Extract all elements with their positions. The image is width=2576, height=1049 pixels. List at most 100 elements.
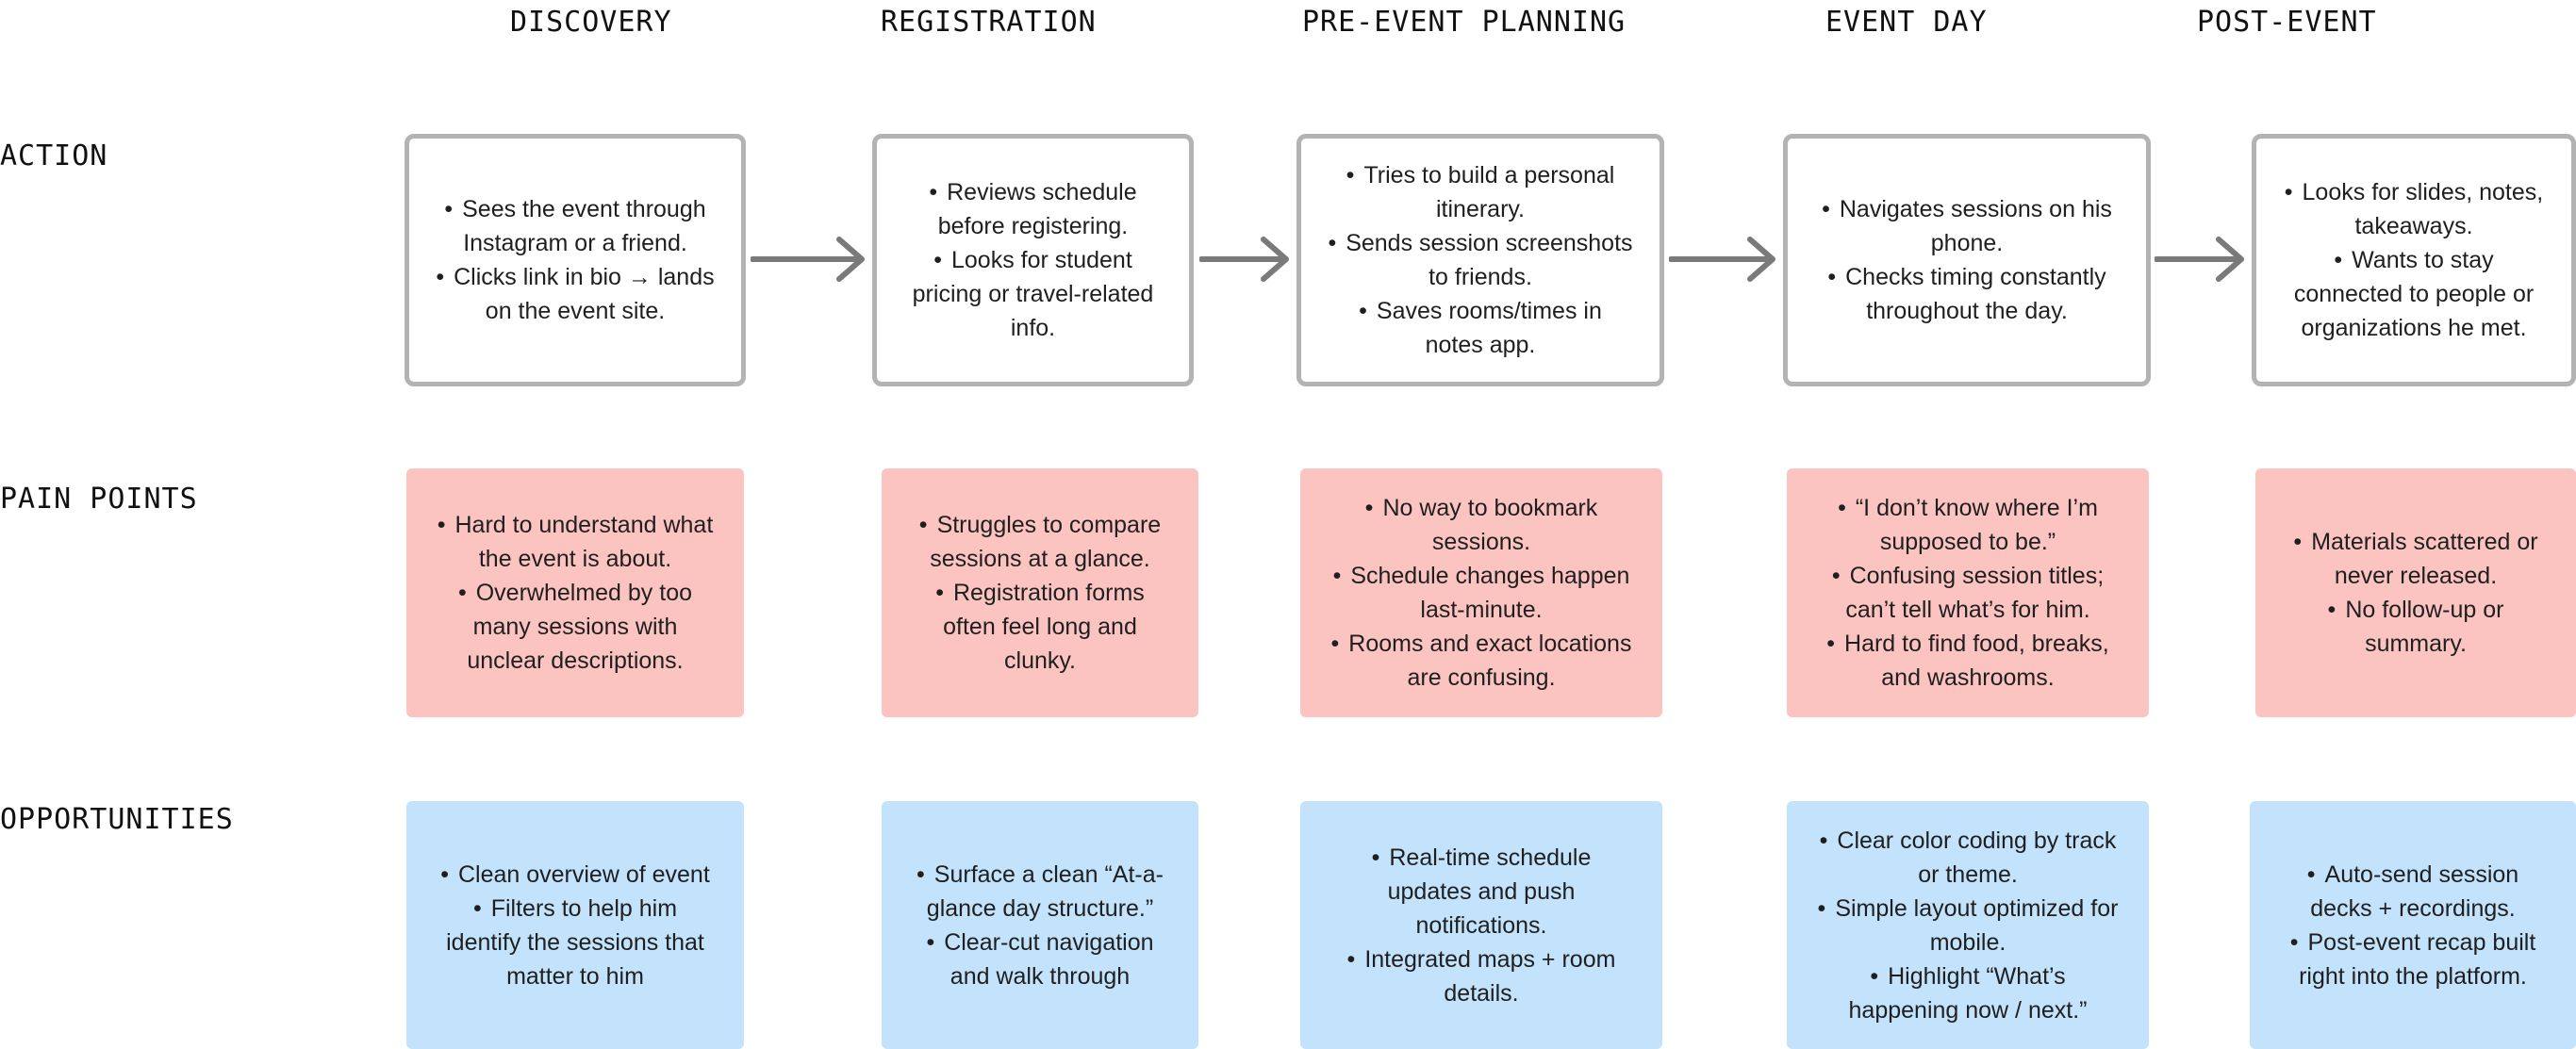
bullet-icon: •	[1838, 495, 1846, 521]
bullet-icon: •	[1359, 298, 1367, 324]
stage-header-event-day: EVENT DAY	[1825, 6, 1988, 39]
action-card-pre-event-planning: •Tries to build a personal itinerary. •S…	[1296, 134, 1664, 386]
bullet-icon: •	[2334, 247, 2343, 273]
list-item: •Simple layout optimized for mobile.	[1817, 894, 2119, 956]
bullet-icon: •	[1330, 631, 1340, 657]
bullet-list: •No way to bookmark sessions. •Schedule …	[1327, 491, 1636, 695]
list-item: •Materials scattered or never released.	[2293, 529, 2538, 589]
bullet-icon: •	[1346, 945, 1356, 973]
action-card-discovery: •Sees the event through Instagram or a f…	[405, 134, 746, 386]
list-item: •Looks for slides, notes, takeaways.	[2284, 179, 2544, 239]
bullet-icon: •	[440, 861, 449, 888]
list-item: •Surface a clean “At-a-glance day struct…	[916, 861, 1164, 922]
list-item: •Hard to understand what the event is ab…	[437, 512, 714, 572]
bullet-icon: •	[472, 894, 482, 922]
bullet-icon: •	[933, 247, 942, 273]
flow-arrow-icon	[2155, 237, 2244, 282]
bullet-list: •Real-time schedule updates and push not…	[1327, 841, 1636, 1010]
list-item: •Saves rooms/times in notes app.	[1359, 298, 1602, 358]
bullet-list: •Auto-send session decks + recordings. •…	[2276, 858, 2550, 993]
stage-header-registration: REGISTRATION	[881, 6, 1097, 39]
list-item: •No follow-up or summary.	[2327, 597, 2504, 657]
opportunity-card-pre-event-planning: •Real-time schedule updates and push not…	[1300, 801, 1662, 1049]
bullet-icon: •	[1819, 827, 1828, 854]
bullet-icon: •	[1364, 495, 1374, 521]
stage-header-discovery: DISCOVERY	[510, 6, 672, 39]
bullet-list: •Materials scattered or never released. …	[2282, 525, 2550, 661]
bullet-list: •Hard to understand what the event is ab…	[433, 508, 718, 678]
bullet-list: •Struggles to compare sessions at a glan…	[908, 508, 1172, 678]
action-card-registration: •Reviews schedule before registering. •L…	[872, 134, 1194, 386]
list-item: •Checks timing constantly throughout the…	[1827, 264, 2106, 324]
row-label-action: ACTION	[0, 139, 108, 172]
bullet-icon: •	[1870, 962, 1879, 990]
list-item: •Confusing session titles; can’t tell wh…	[1831, 563, 2105, 623]
bullet-list: •Tries to build a personal itinerary. •S…	[1328, 158, 1633, 362]
list-item: •Auto-send session decks + recordings.	[2306, 861, 2519, 922]
opportunity-card-registration: •Surface a clean “At-a-glance day struct…	[882, 801, 1198, 1049]
list-item: •Clear color coding by track or theme.	[1819, 827, 2117, 888]
list-item: •Struggles to compare sessions at a glan…	[918, 512, 1162, 572]
row-label-opportunities: OPPORTUNITIES	[0, 803, 234, 836]
opportunity-card-post-event: •Auto-send session decks + recordings. •…	[2250, 801, 2576, 1049]
list-item: •Wants to stay connected to people or or…	[2293, 247, 2535, 341]
list-item: •Looks for student pricing or travel-rel…	[912, 247, 1154, 341]
list-item: •Integrated maps + room details.	[1346, 945, 1616, 1007]
bullet-list: •“I don’t know where I’m supposed to be.…	[1813, 491, 2122, 695]
bullet-list: •Reviews schedule before registering. •L…	[903, 175, 1163, 345]
bullet-icon: •	[1827, 264, 1837, 290]
bullet-list: •Clean overview of event •Filters to hel…	[433, 858, 718, 993]
bullet-icon: •	[935, 580, 944, 606]
action-card-event-day: •Navigates sessions on his phone. •Check…	[1783, 134, 2151, 386]
bullet-icon: •	[1817, 894, 1826, 922]
bullet-icon: •	[1371, 844, 1380, 871]
flow-arrow-icon	[1199, 237, 1289, 282]
bullet-icon: •	[2289, 928, 2299, 956]
stage-header-post-event: POST-EVENT	[2197, 6, 2377, 39]
bullet-list: •Surface a clean “At-a-glance day struct…	[908, 858, 1172, 993]
list-item: •Clean overview of event	[440, 861, 710, 888]
action-card-post-event: •Looks for slides, notes, takeaways. •Wa…	[2252, 134, 2576, 386]
bullet-icon: •	[1822, 196, 1830, 222]
pain-card-event-day: •“I don’t know where I’m supposed to be.…	[1787, 468, 2149, 717]
bullet-icon: •	[444, 196, 454, 222]
list-item: •“I don’t know where I’m supposed to be.…	[1838, 495, 2098, 555]
bullet-icon: •	[2306, 861, 2316, 888]
bullet-icon: •	[1328, 230, 1337, 256]
pain-card-pre-event-planning: •No way to bookmark sessions. •Schedule …	[1300, 468, 1662, 717]
stage-header-pre-event-planning: PRE-EVENT PLANNING	[1302, 6, 1627, 39]
flow-arrow-icon	[1669, 237, 1775, 282]
bullet-icon: •	[436, 264, 445, 290]
bullet-icon: •	[2293, 529, 2303, 555]
bullet-icon: •	[916, 861, 925, 888]
list-item: •Overwhelmed by too many sessions with u…	[457, 580, 693, 674]
list-item: •Clear-cut navigation and walk through	[926, 928, 1154, 990]
flow-arrow-icon	[751, 237, 865, 282]
bullet-icon: •	[437, 512, 446, 538]
list-item: •Schedule changes happen last-minute.	[1332, 563, 1630, 623]
bullet-icon: •	[918, 512, 928, 538]
bullet-icon: •	[2284, 179, 2293, 205]
list-item: •Highlight “What’s happening now / next.…	[1848, 962, 2088, 1024]
pain-card-post-event: •Materials scattered or never released. …	[2255, 468, 2576, 717]
bullet-list: •Clear color coding by track or theme. •…	[1813, 824, 2122, 1027]
list-item: •Navigates sessions on his phone.	[1822, 196, 2112, 256]
list-item: •Filters to help him identify the sessio…	[446, 894, 704, 990]
opportunity-card-event-day: •Clear color coding by track or theme. •…	[1787, 801, 2149, 1049]
bullet-icon: •	[457, 580, 467, 606]
bullet-icon: •	[1346, 162, 1355, 188]
bullet-icon: •	[1826, 631, 1836, 657]
list-item: •Sees the event through Instagram or a f…	[444, 196, 706, 256]
list-item: •Post-event recap built right into the p…	[2289, 928, 2536, 990]
list-item: •No way to bookmark sessions.	[1364, 495, 1598, 555]
bullet-icon: •	[926, 928, 935, 956]
pain-card-registration: •Struggles to compare sessions at a glan…	[882, 468, 1198, 717]
list-item: •Rooms and exact locations are confusing…	[1330, 631, 1632, 691]
bullet-list: •Navigates sessions on his phone. •Check…	[1814, 192, 2120, 328]
bullet-list: •Sees the event through Instagram or a f…	[436, 192, 715, 328]
list-item: •Registration forms often feel long and …	[935, 580, 1145, 674]
bullet-icon: •	[929, 179, 938, 205]
bullet-icon: •	[1332, 563, 1342, 589]
row-label-pain-points: PAIN POINTS	[0, 483, 198, 516]
pain-card-discovery: •Hard to understand what the event is ab…	[406, 468, 744, 717]
